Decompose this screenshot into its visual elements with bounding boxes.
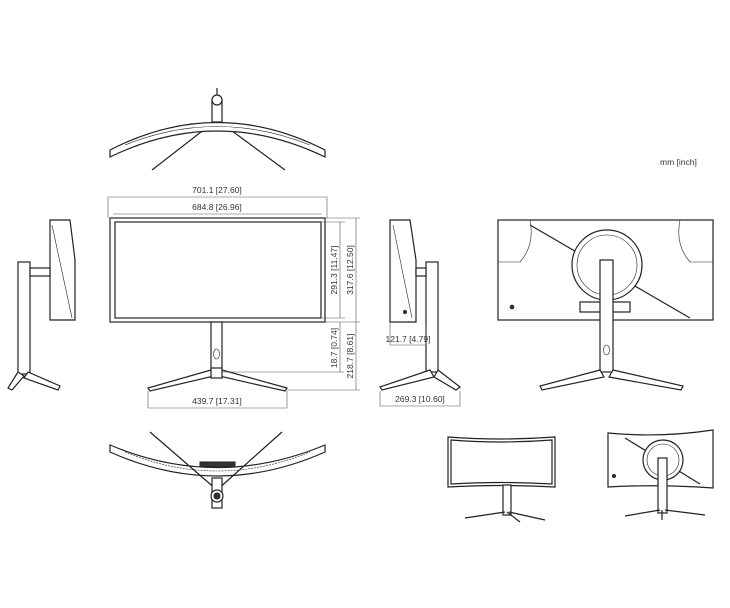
front-view: 701.1 [27.60] 684.8 [26.96] 291.3 [11.47… xyxy=(107,185,360,409)
base-depth-label: 269.3 [10.60] xyxy=(395,394,445,404)
left-side-view xyxy=(7,219,76,391)
bottom-view xyxy=(109,431,326,509)
screen-height-label: 291.3 [11.47] xyxy=(329,246,339,295)
screen-width-label: 684.8 [26.96] xyxy=(192,202,242,212)
perspective-back-view xyxy=(607,429,714,520)
perspective-front-view xyxy=(447,436,556,523)
stand-height-label: 218.7 [8.61] xyxy=(345,334,355,379)
base-width-label: 439.7 [17.31] xyxy=(192,396,242,406)
back-view xyxy=(497,219,714,391)
panel-depth-label: 121.7 [4.79] xyxy=(386,334,431,344)
top-view xyxy=(109,88,326,171)
units-label: mm [inch] xyxy=(660,157,697,167)
right-side-view: 121.7 [4.79] 269.3 [10.60] xyxy=(379,219,461,407)
panel-height-label: 317.6 [12.50] xyxy=(345,245,355,295)
overall-width-label: 701.1 [27.60] xyxy=(192,185,242,195)
bottom-gap-label: 18.7 [0.74] xyxy=(329,328,339,368)
